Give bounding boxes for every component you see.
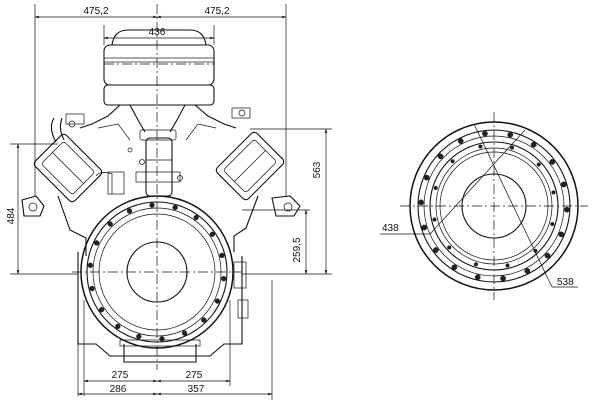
- bolt-icon: [432, 247, 439, 253]
- intake-manifold: [65, 104, 251, 141]
- bolt-icon: [536, 162, 541, 167]
- bolt-icon: [421, 224, 428, 231]
- bolt-icon: [530, 141, 537, 148]
- block-right: [233, 195, 259, 252]
- bolt-icon: [149, 202, 155, 208]
- bolt-icon: [550, 221, 555, 227]
- dim-top-right: 475,2: [204, 6, 229, 17]
- flange-view: 438 538: [380, 112, 588, 300]
- bolt-icon: [507, 131, 514, 138]
- dim-filter-width: 436: [149, 27, 166, 38]
- right-mount: [271, 195, 301, 217]
- bolt-icon: [172, 204, 178, 211]
- bolt-icon: [98, 307, 105, 313]
- bolt-icon: [500, 275, 506, 282]
- bolt-icon: [93, 240, 100, 246]
- central-unit: [127, 129, 183, 197]
- dim-bottom-left-inner: 275: [112, 370, 129, 381]
- bolt-icon: [423, 174, 430, 181]
- bolt-icon: [136, 333, 142, 340]
- flywheel-bolts: [87, 202, 227, 342]
- bolt-icon: [221, 276, 227, 282]
- left-mount: [21, 195, 45, 217]
- bolt-icon: [544, 252, 551, 259]
- bolt-icon: [447, 245, 452, 250]
- bolt-icon: [551, 190, 556, 195]
- dim-left-height: 484: [6, 207, 17, 224]
- dim-bottom-left-outer: 286: [110, 384, 127, 395]
- dim-bottom-right-inner: 275: [186, 370, 203, 381]
- bolt-icon: [89, 285, 95, 292]
- bolt-icon: [201, 317, 207, 323]
- dim-crank-height: 259,5: [292, 237, 303, 262]
- bolt-icon: [558, 231, 565, 238]
- right-cylinder-head: [215, 131, 285, 201]
- block-left: [57, 195, 87, 256]
- air-filter: [103, 29, 215, 106]
- dim-flange-outer: 538: [557, 277, 574, 288]
- bolt-icon: [457, 138, 464, 144]
- bolt-icon: [159, 336, 165, 342]
- bolt-icon: [209, 231, 216, 237]
- bolt-icon: [564, 206, 570, 213]
- bolt-icon: [450, 159, 455, 164]
- bolt-icon: [219, 252, 225, 259]
- bolt-icon: [126, 208, 133, 214]
- bolt-icon: [107, 221, 113, 227]
- flange-bolts: [418, 130, 570, 282]
- bolt-icon: [505, 263, 510, 268]
- front-view: 475,2 475,2 436 484 563 259,5 275 275: [6, 4, 332, 400]
- dim-line-flange-outer: [473, 123, 553, 288]
- dim-line-flange-inner: [429, 129, 526, 235]
- dim-bottom-right-outer: 357: [188, 384, 205, 395]
- bolt-icon: [87, 262, 93, 268]
- bolt-icon: [432, 217, 437, 222]
- bolt-icon: [509, 145, 515, 150]
- bolt-icon: [474, 274, 481, 281]
- bolt-icon: [181, 330, 188, 336]
- left-hose: [50, 117, 57, 143]
- oil-sump: [77, 252, 249, 363]
- dim-flange-inner: 438: [382, 223, 399, 234]
- bolt-icon: [549, 159, 556, 165]
- bolt-icon: [214, 298, 221, 304]
- bolt-icon: [524, 268, 531, 274]
- bolt-icon: [115, 323, 121, 330]
- bolt-icon: [482, 130, 488, 137]
- bolt-icon: [451, 264, 458, 271]
- left-cylinder-head: [33, 133, 103, 203]
- dim-total-height: 563: [312, 161, 323, 178]
- bolt-icon: [193, 214, 199, 221]
- bolt-icon: [560, 181, 567, 188]
- bolt-icon: [418, 199, 424, 206]
- dim-top-left: 475,2: [83, 6, 108, 17]
- flywheel-housing: [72, 195, 242, 349]
- bolt-icon: [437, 153, 444, 160]
- bolt-icon: [478, 144, 483, 149]
- bolt-icon: [433, 185, 438, 191]
- bolt-icon: [473, 262, 479, 267]
